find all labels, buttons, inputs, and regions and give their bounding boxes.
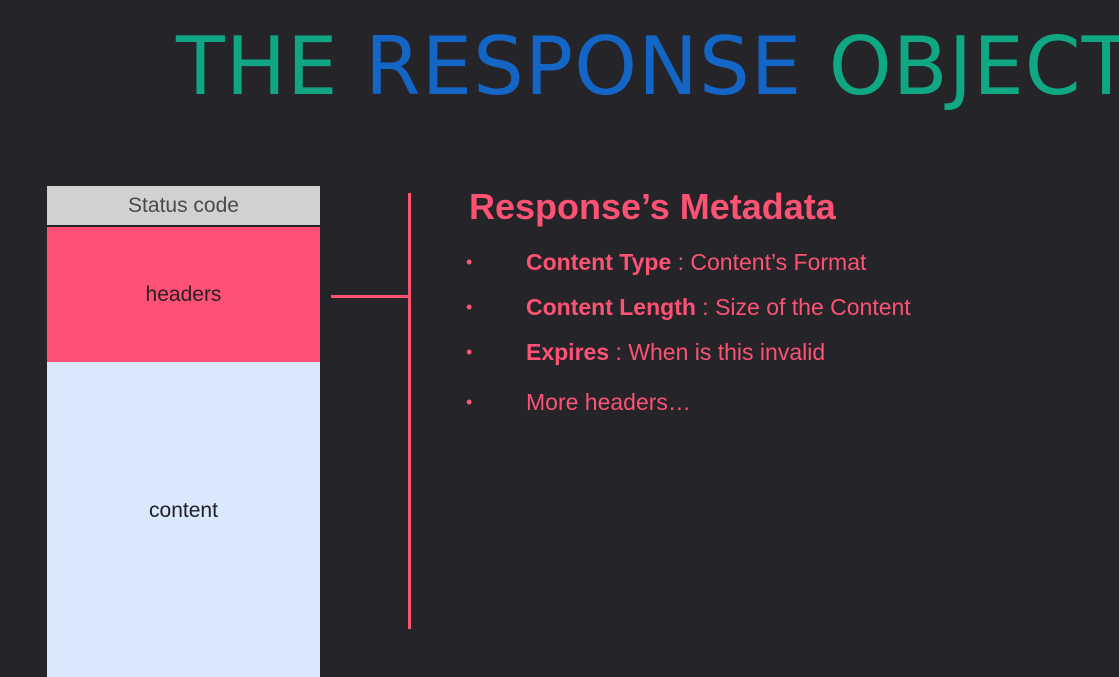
bullet: • <box>466 342 473 362</box>
bullet: • <box>466 252 473 272</box>
list-item-desc: : When is this invalid <box>609 339 826 365</box>
metadata-bracket-line <box>408 193 411 629</box>
content-label: content <box>149 499 218 522</box>
bullet: • <box>466 297 473 317</box>
list-item-term: Content Type <box>526 249 672 275</box>
bullet: • <box>466 392 473 412</box>
title-word-the: THE <box>176 20 339 113</box>
content-block: content <box>47 362 320 677</box>
list-item-term: Content Length <box>526 294 696 320</box>
list-item-desc: More headers… <box>526 389 691 415</box>
status-code-label: Status code <box>128 193 239 217</box>
headers-block: headers <box>47 227 320 362</box>
metadata-title: Response’s Metadata <box>469 186 836 227</box>
title-word-response: RESPONSE <box>365 20 803 113</box>
headers-connector-line <box>331 295 410 298</box>
status-code-block: Status code <box>47 186 320 225</box>
headers-label: headers <box>145 282 222 306</box>
list-item-desc: : Content’s Format <box>671 249 867 275</box>
slide-title: THE RESPONSE OBJECT <box>176 20 1119 113</box>
list-item-desc: : Size of the Content <box>695 294 911 320</box>
list-item-term: Expires <box>526 339 610 365</box>
title-word-object: OBJECT <box>828 20 1119 113</box>
